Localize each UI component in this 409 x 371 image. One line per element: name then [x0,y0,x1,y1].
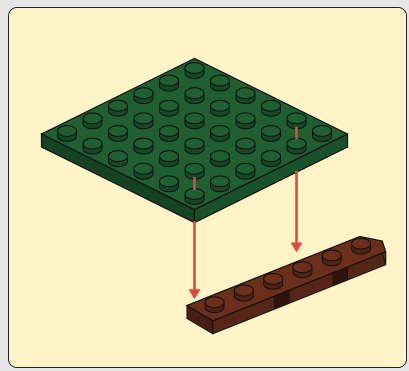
plate-stud [160,176,179,192]
plate-stud [83,113,102,129]
plate-stud [287,113,306,129]
plate-stud [211,100,230,116]
plate-stud [236,88,255,104]
plate-stud [287,138,306,154]
wedge-plate-stud [234,285,253,301]
plate-stud [236,113,255,129]
plate-stud [185,163,204,179]
plate-stud [236,138,255,154]
plate-stud [109,151,128,167]
plate-stud [160,75,179,91]
wedge-plate-stud [293,262,312,278]
plate-stud [262,100,281,116]
plate-stud [262,151,281,167]
wedge-plate-stud [205,297,224,313]
plate-stud [83,138,102,154]
plate-stud [313,126,332,142]
plate-stud [185,63,204,79]
plate-stud [109,100,128,116]
plate-stud [236,163,255,179]
plate-stud [211,126,230,142]
plate-stud [109,126,128,142]
plate-stud [160,100,179,116]
instruction-panel [8,7,407,368]
plate-stud [211,151,230,167]
wedge-plate-stud [322,250,341,266]
plate-stud [185,138,204,154]
plate-stud [134,163,153,179]
wedge-plate-stud [264,273,283,289]
plate-stud [134,88,153,104]
plate-stud [58,126,77,142]
plate-stud [262,126,281,142]
plate-stud [211,176,230,192]
plate-stud [211,75,230,91]
plate-stud [160,151,179,167]
plate-stud [134,138,153,154]
plate-stud [185,88,204,104]
plate-stud [185,113,204,129]
plate-stud [134,113,153,129]
wedge-plate-stud [352,238,371,254]
plate-stud [185,189,204,205]
assembly-diagram [9,8,407,368]
plate-stud [160,126,179,142]
